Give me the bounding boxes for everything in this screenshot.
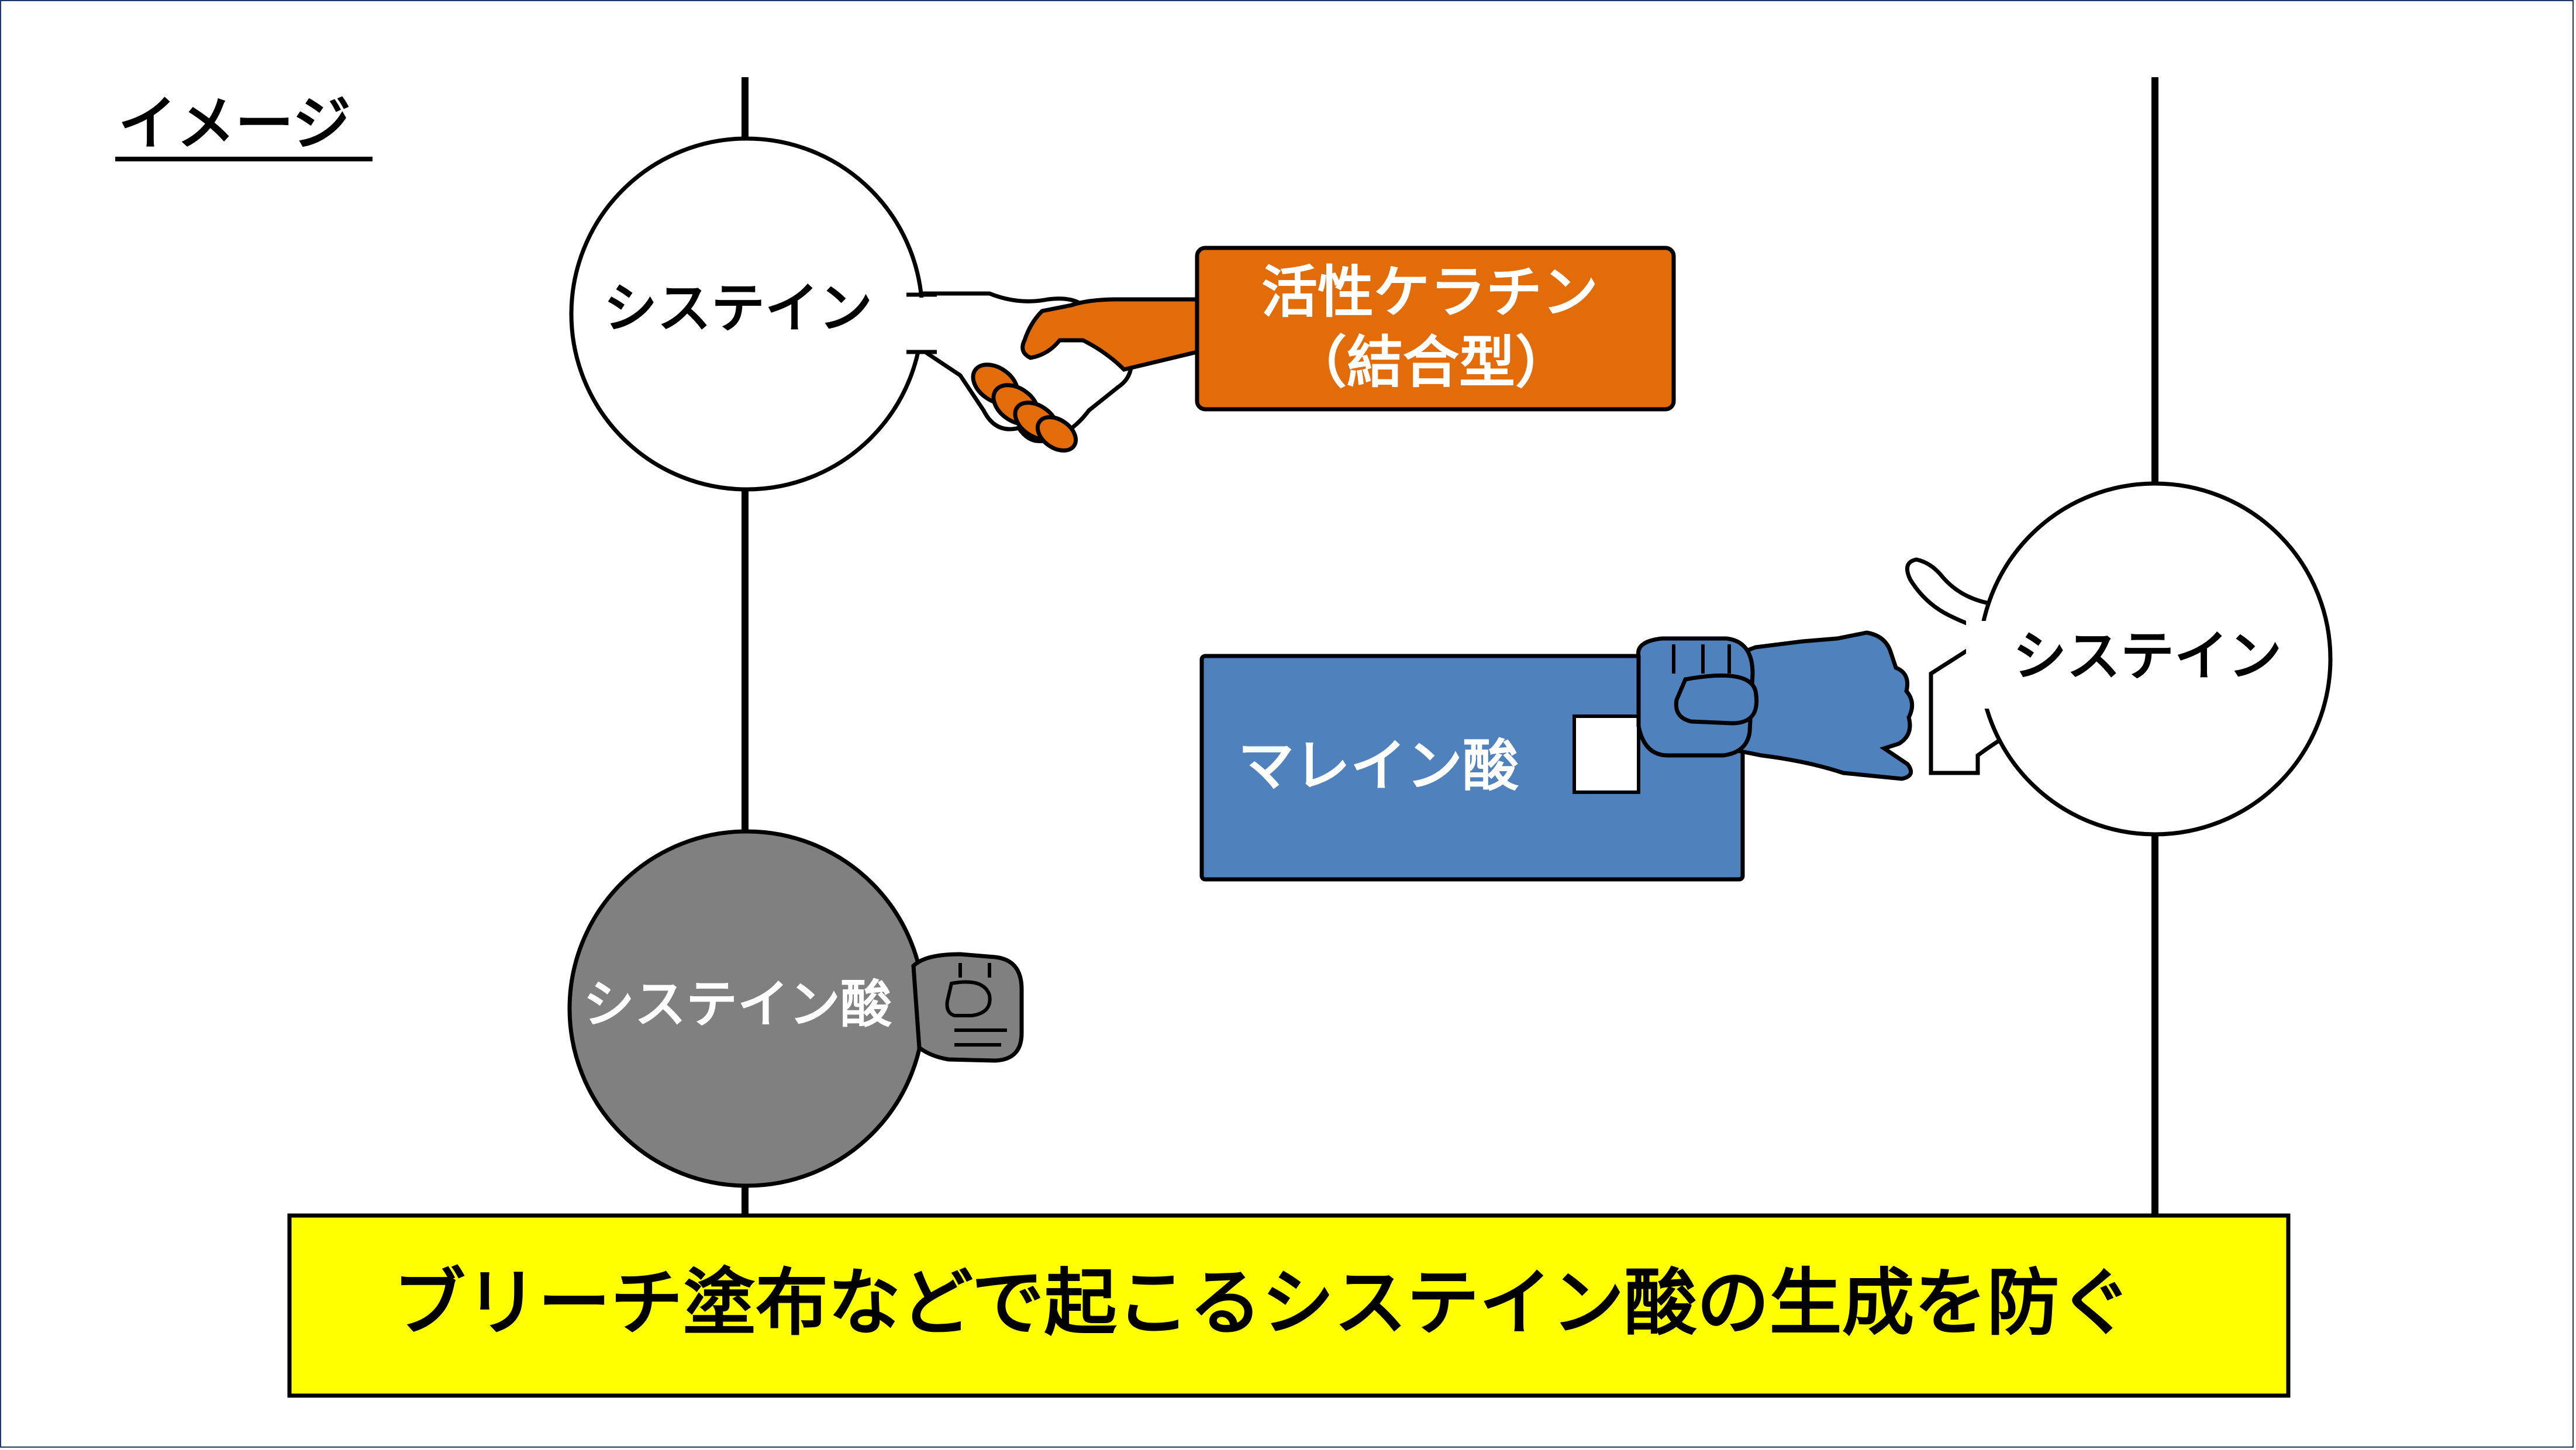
banner-box xyxy=(287,1213,2291,1398)
maleic-acid-label: マレイン酸 xyxy=(1238,733,1519,799)
handshake-icon xyxy=(911,291,1199,453)
cystine-right-label: システイン xyxy=(2013,625,2282,688)
maleic-acid-slot xyxy=(1573,714,1640,794)
banner-text: ブリーチ塗布などで起こるシステイン酸の生成を防ぐ xyxy=(393,1261,2132,1345)
keratin-label-line1: 活性ケラチン xyxy=(1261,260,1598,325)
cysteic-fist-icon xyxy=(911,952,1024,1063)
image-label: イメージ xyxy=(118,89,351,158)
cystine-left-label: システイン xyxy=(604,277,873,340)
fist-icon xyxy=(1636,630,1915,781)
maleic-acid-box xyxy=(1199,654,1745,882)
keratin-label-line2: （結合型） xyxy=(1291,330,1571,395)
cysteic-acid-label: システイン酸 xyxy=(583,974,892,1034)
